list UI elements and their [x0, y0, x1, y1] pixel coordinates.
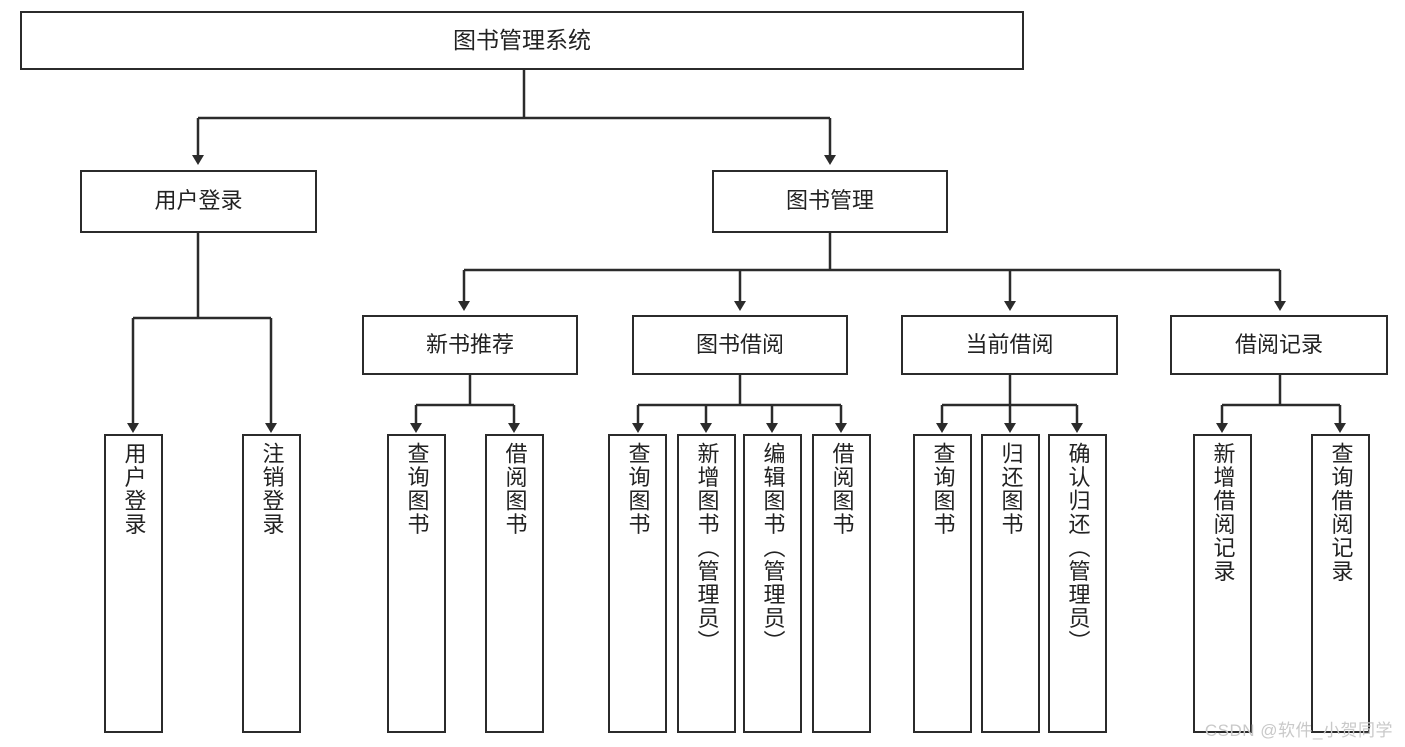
node-borrow-record-label: 借阅记录 [1234, 331, 1323, 357]
node-book-management-label: 图书管理 [785, 188, 874, 214]
node-current-borrow-label: 当前借阅 [965, 331, 1054, 357]
node-new-book-recommend-label: 新书推荐 [425, 331, 514, 357]
leaf-user-login[interactable]: 用户登录 [104, 434, 163, 733]
leaf-add-borrow-record-label: 新增借阅记录 [1210, 442, 1236, 583]
leaf-query-borrow-record-label: 查询借阅记录 [1328, 442, 1354, 583]
leaf-confirm-return-admin[interactable]: 确认归还（管理员） [1048, 434, 1107, 733]
node-book-borrow-label: 图书借阅 [695, 331, 784, 357]
leaf-current-query-book-label: 查询图书 [930, 442, 956, 536]
node-borrow-record[interactable]: 借阅记录 [1170, 315, 1388, 375]
node-new-book-recommend[interactable]: 新书推荐 [362, 315, 578, 375]
leaf-logout[interactable]: 注销登录 [242, 434, 301, 733]
leaf-user-login-label: 用户登录 [121, 442, 147, 536]
leaf-edit-book-admin[interactable]: 编辑图书（管理员） [743, 434, 802, 733]
leaf-confirm-return-admin-label: 确认归还（管理员） [1065, 442, 1091, 654]
node-current-borrow[interactable]: 当前借阅 [901, 315, 1118, 375]
leaf-current-query-book[interactable]: 查询图书 [913, 434, 972, 733]
leaf-logout-label: 注销登录 [259, 442, 285, 536]
leaf-borrow-book-label: 借阅图书 [829, 442, 855, 536]
leaf-add-book-admin[interactable]: 新增图书（管理员） [677, 434, 736, 733]
leaf-add-borrow-record[interactable]: 新增借阅记录 [1193, 434, 1252, 733]
leaf-add-book-admin-label: 新增图书（管理员） [694, 442, 720, 654]
leaf-borrow-query-book-label: 查询图书 [625, 442, 651, 536]
leaf-edit-book-admin-label: 编辑图书（管理员） [760, 442, 786, 654]
leaf-new-book-query[interactable]: 查询图书 [387, 434, 446, 733]
watermark: CSDN @软件_小贺同学 [1204, 721, 1393, 740]
leaf-new-book-borrow-label: 借阅图书 [502, 442, 528, 536]
leaf-borrow-query-book[interactable]: 查询图书 [608, 434, 667, 733]
leaf-return-book-label: 归还图书 [998, 442, 1024, 536]
leaf-query-borrow-record[interactable]: 查询借阅记录 [1311, 434, 1370, 733]
leaf-return-book[interactable]: 归还图书 [981, 434, 1040, 733]
leaf-borrow-book[interactable]: 借阅图书 [812, 434, 871, 733]
leaf-new-book-borrow[interactable]: 借阅图书 [485, 434, 544, 733]
node-root-label: 图书管理系统 [453, 26, 591, 53]
node-root[interactable]: 图书管理系统 [20, 11, 1024, 70]
node-user-login[interactable]: 用户登录 [80, 170, 317, 233]
node-user-login-label: 用户登录 [154, 188, 243, 214]
leaf-new-book-query-label: 查询图书 [404, 442, 430, 536]
node-book-borrow[interactable]: 图书借阅 [632, 315, 848, 375]
node-book-management[interactable]: 图书管理 [712, 170, 948, 233]
